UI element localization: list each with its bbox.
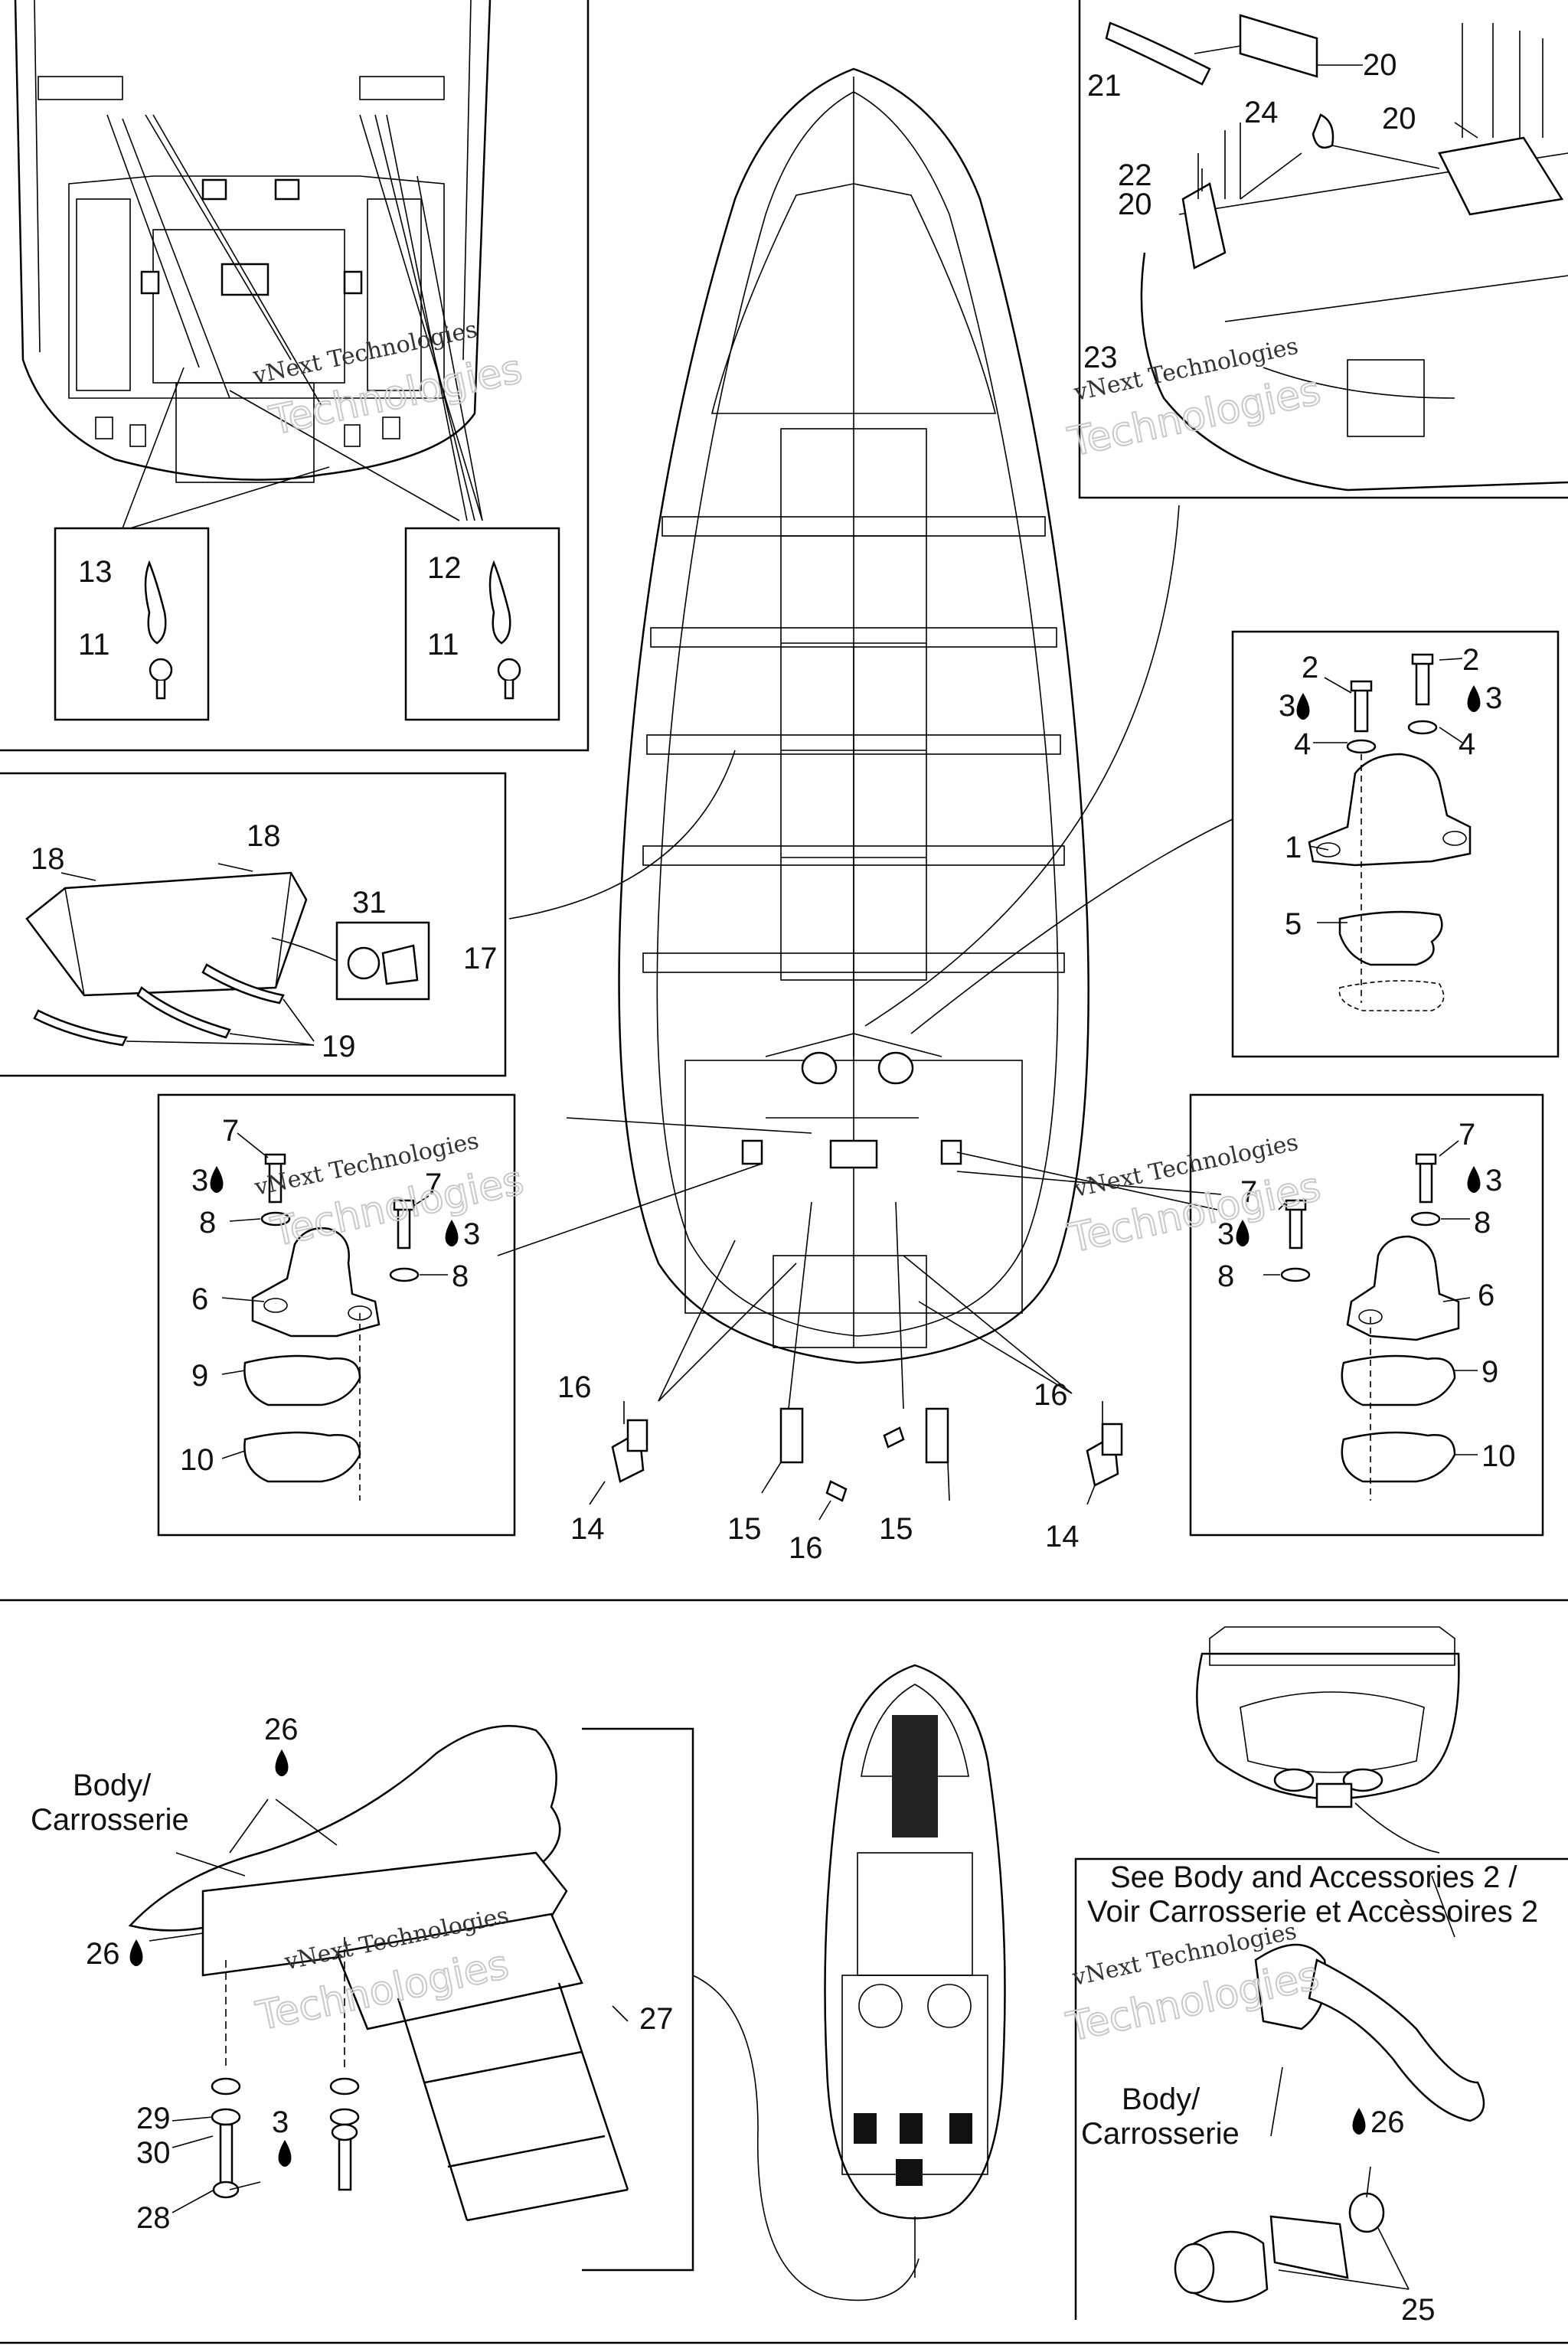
carrosserie-caption-left: Carrosserie — [31, 1803, 189, 1837]
callout-29: 29 — [136, 2102, 171, 2135]
callout-20b: 20 — [1382, 102, 1416, 136]
callout-26c: 26 — [1370, 2105, 1405, 2139]
hull-top-view — [497, 67, 1233, 1410]
body-caption-left: Body/ — [73, 1769, 152, 1802]
drop-icon — [1467, 685, 1481, 712]
boat-top-view — [824, 1664, 1006, 2278]
callout-28: 28 — [136, 2201, 171, 2235]
callout-23: 23 — [1083, 341, 1118, 374]
callout-25: 25 — [1401, 2293, 1436, 2327]
callout-15b: 15 — [879, 1512, 913, 1546]
callout-6b: 6 — [1478, 1279, 1494, 1312]
callout-labels: 13 11 12 11 21 20 24 20 22 20 23 2 2 3 3… — [31, 48, 1516, 2327]
callout-8c: 8 — [1474, 1206, 1491, 1240]
callout-16b: 16 — [789, 1531, 823, 1565]
callout-21: 21 — [1087, 69, 1122, 103]
callout-10: 10 — [180, 1443, 214, 1477]
drop-icon — [1296, 693, 1310, 720]
sealant-drop-icons — [129, 685, 1481, 2167]
callout-3f: 3 — [1217, 1217, 1234, 1251]
callout-20c: 20 — [1118, 188, 1152, 221]
callout-16: 16 — [557, 1370, 592, 1404]
drop-icon — [129, 1939, 143, 1966]
deck-mats-detail — [1078, 0, 1568, 499]
callout-3: 3 — [1279, 689, 1295, 723]
callout-14b: 14 — [1045, 1520, 1080, 1553]
drop-icon — [210, 1166, 224, 1193]
rear-view-detail — [1074, 1626, 1568, 2320]
callout-19: 19 — [322, 1030, 356, 1063]
callout-7c: 7 — [1459, 1118, 1475, 1152]
drop-icon — [1467, 1166, 1481, 1193]
drop-icon — [1352, 2108, 1366, 2135]
callout-30: 30 — [136, 2136, 171, 2170]
callout-26b: 26 — [86, 1937, 120, 1971]
callout-16c: 16 — [1034, 1378, 1068, 1412]
callout-12: 12 — [427, 551, 462, 585]
callout-8d: 8 — [1217, 1259, 1234, 1293]
callout-22: 22 — [1118, 158, 1152, 192]
callout-3c: 3 — [191, 1164, 208, 1197]
callout-18: 18 — [31, 842, 65, 876]
brackets-row — [589, 1401, 1123, 1521]
callout-11: 11 — [78, 628, 110, 662]
body-caption-right: Body/ — [1122, 2082, 1200, 2116]
callout-3d: 3 — [463, 1217, 480, 1251]
engine-mount-front-detail — [1231, 630, 1560, 1058]
callout-3b: 3 — [1485, 681, 1502, 715]
callout-6: 6 — [191, 1282, 208, 1316]
voir-carrosserie-caption: Voir Carrosserie et Accèssoires 2 — [1087, 1895, 1538, 1929]
callout-9b: 9 — [1481, 1355, 1498, 1389]
callout-14: 14 — [570, 1512, 605, 1546]
callout-8b: 8 — [452, 1259, 469, 1293]
callout-3g: 3 — [272, 2105, 289, 2139]
callout-4: 4 — [1294, 727, 1311, 761]
callout-15: 15 — [727, 1512, 762, 1546]
callout-10b: 10 — [1481, 1439, 1516, 1473]
drop-icon — [275, 1749, 289, 1776]
callout-4b: 4 — [1459, 727, 1475, 761]
callout-3e: 3 — [1485, 1164, 1502, 1197]
callout-5: 5 — [1285, 907, 1302, 941]
callout-9: 9 — [191, 1359, 208, 1393]
callout-31: 31 — [352, 886, 387, 920]
callout-20: 20 — [1363, 48, 1397, 82]
callout-7b: 7 — [425, 1168, 442, 1201]
callout-7: 7 — [222, 1114, 239, 1148]
storage-bin-detail — [0, 772, 507, 1077]
engine-mount-rear-right-detail — [1189, 1093, 1544, 1537]
carrosserie-caption-right: Carrosserie — [1081, 2117, 1240, 2151]
callout-17: 17 — [463, 942, 498, 975]
see-body-caption: See Body and Accessories 2 / — [1110, 1860, 1517, 1894]
callout-2b: 2 — [1462, 643, 1479, 677]
callout-13: 13 — [78, 555, 113, 589]
drop-icon — [278, 2140, 292, 2167]
captions: Body/ Carrosserie See Body and Accessori… — [31, 1769, 1538, 2151]
callout-27: 27 — [639, 2002, 674, 2036]
callout-18b: 18 — [247, 819, 281, 853]
rear-deck-detail — [0, 0, 590, 752]
callout-26: 26 — [264, 1713, 299, 1746]
callout-11b: 11 — [427, 628, 459, 662]
drop-icon — [445, 1220, 459, 1246]
callout-2: 2 — [1302, 651, 1318, 684]
callout-8: 8 — [199, 1206, 216, 1240]
ladder-detail — [128, 1725, 920, 2301]
callout-7d: 7 — [1240, 1175, 1257, 1209]
callout-24: 24 — [1244, 96, 1279, 129]
engine-mount-rear-left-detail — [157, 1093, 516, 1537]
drop-icon — [1236, 1220, 1250, 1246]
callout-1: 1 — [1285, 831, 1302, 864]
